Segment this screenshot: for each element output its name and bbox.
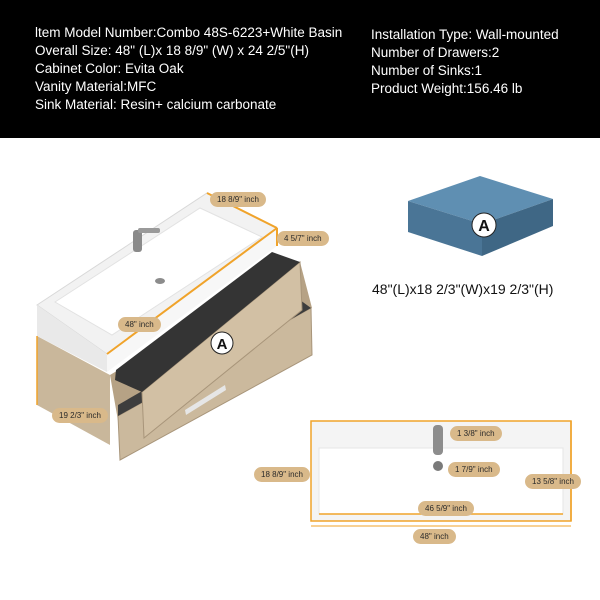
spec-number-of-drawers: Number of Drawers:2	[371, 45, 500, 60]
spec-vanity-material: Vanity Material:MFC	[35, 79, 157, 94]
basin-drain-tag: 1 7/9" inch	[448, 462, 500, 477]
spec-model-number: ltem Model Number:Combo 48S-6223+White B…	[35, 25, 343, 40]
vanity-length-tag: 48" inch	[118, 317, 161, 332]
faucet	[133, 230, 142, 252]
basin-length-tag: 48" inch	[413, 529, 456, 544]
part-a-dimensions: 48"(L)x18 2/3"(W)x19 2/3"(H)	[372, 281, 554, 297]
vanity-badge-letter: A	[217, 336, 228, 353]
vanity-height-tag: 19 2/3" inch	[52, 408, 108, 423]
spec-header: ltem Model Number:Combo 48S-6223+White B…	[0, 0, 600, 138]
vanity-depth-tag: 4 5/7" inch	[277, 231, 329, 246]
basin-drain	[433, 461, 443, 471]
spec-cabinet-color: Cabinet Color: Evita Oak	[35, 61, 184, 76]
part-a-badge-letter: A	[478, 218, 490, 235]
basin-right-depth-tag: 13 5/8" inch	[525, 474, 581, 489]
basin-inner-length-tag: 46 5/9" inch	[418, 501, 474, 516]
spec-number-of-sinks: Number of Sinks:1	[371, 63, 483, 78]
basin-faucet-tag: 1 3/8" inch	[450, 426, 502, 441]
spec-installation-type: Installation Type: Wall-mounted	[371, 27, 559, 42]
vanity-badge-circle	[210, 331, 234, 355]
spec-sink-material: Sink Material: Resin+ calcium carbonate	[35, 97, 277, 112]
part-a-badge-circle	[471, 212, 497, 238]
spec-product-weight: Product Weight:156.46 lb	[371, 81, 523, 96]
spec-overall-size: Overall Size: 48" (L)x 18 8/9" (W) x 24 …	[35, 43, 309, 58]
basin-left-width-tag: 18 8/9" inch	[254, 467, 310, 482]
basin-faucet-top	[433, 425, 443, 455]
vanity-width-tag: 18 8/9" inch	[210, 192, 266, 207]
